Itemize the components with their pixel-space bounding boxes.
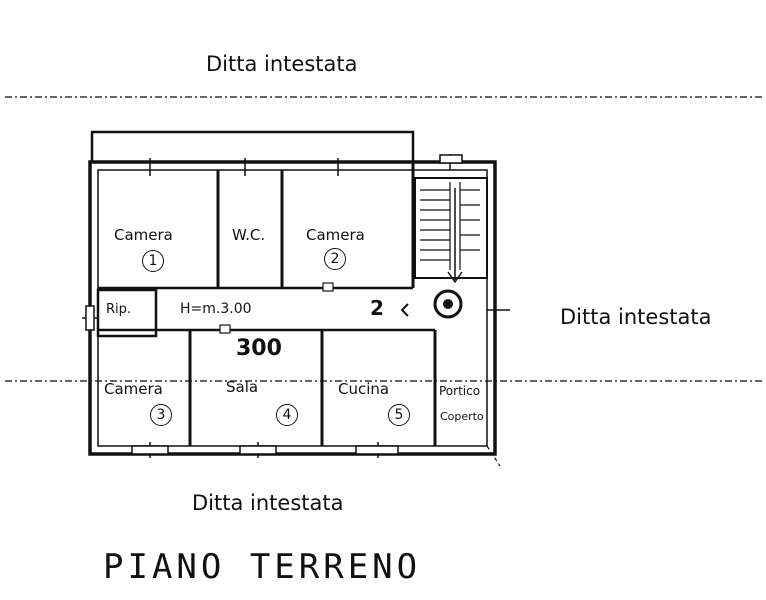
floor-title: PIANO TERRENO bbox=[103, 547, 422, 587]
room-label-wc: W.C. bbox=[232, 226, 266, 244]
room-label-camera-2: Camera bbox=[306, 226, 365, 244]
room-number-1: 1 bbox=[142, 250, 164, 272]
spiral-stair-core bbox=[443, 299, 453, 309]
door-mark bbox=[219, 324, 231, 334]
ripostiglio-outline bbox=[96, 288, 158, 338]
window bbox=[85, 305, 95, 331]
room-label-cucina: Cucina bbox=[338, 380, 390, 398]
owner-label-bottom: Ditta intestata bbox=[192, 491, 344, 515]
owner-label-top: Ditta intestata bbox=[206, 52, 358, 76]
spiral-stair bbox=[433, 289, 463, 319]
stair-block bbox=[414, 177, 488, 279]
stair-number: 2 bbox=[370, 296, 384, 320]
room-label-portico: Portico bbox=[439, 384, 481, 398]
room-label-camera-3: Camera bbox=[104, 380, 163, 398]
room-label-camera-1: Camera bbox=[114, 226, 173, 244]
owner-label-right: Ditta intestata bbox=[560, 305, 712, 329]
room-number-2: 2 bbox=[324, 248, 346, 270]
window bbox=[355, 445, 399, 455]
stair-arrow-left bbox=[400, 303, 409, 317]
room-number-3: 3 bbox=[150, 404, 172, 426]
window bbox=[239, 445, 277, 455]
handwritten-number: 300 bbox=[236, 336, 282, 361]
room-number-4: 4 bbox=[276, 404, 298, 426]
door-mark bbox=[322, 282, 334, 292]
room-label-ripostiglio: Rip. bbox=[106, 302, 132, 317]
room-number-5: 5 bbox=[388, 404, 410, 426]
balcony-outline bbox=[90, 130, 415, 164]
stair-treads bbox=[420, 182, 480, 270]
stair-arrow bbox=[447, 188, 463, 284]
room-label-sala: Sala bbox=[226, 378, 259, 396]
height-note: H=m.3.00 bbox=[180, 301, 252, 317]
room-label-coperto: Coperto bbox=[440, 410, 484, 423]
window bbox=[131, 445, 169, 455]
portico-open-edge bbox=[486, 445, 501, 467]
window bbox=[439, 154, 463, 164]
